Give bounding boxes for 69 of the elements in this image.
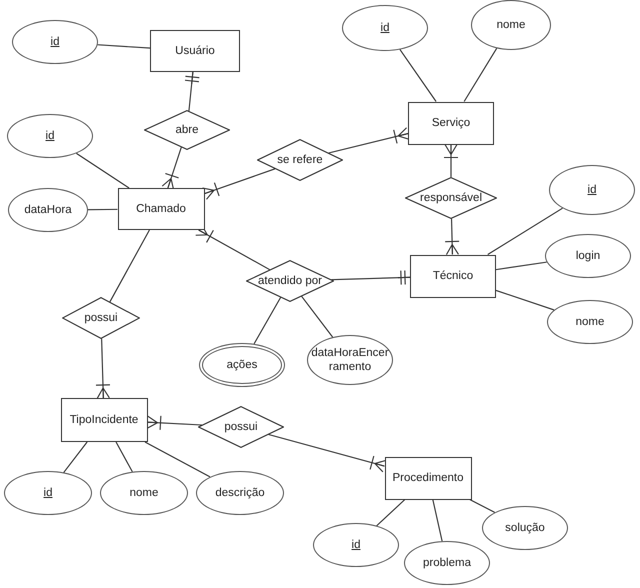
relationship-line <box>376 499 406 526</box>
relationship-line <box>116 442 133 472</box>
relationship-line <box>63 442 88 473</box>
relationship-line <box>146 415 202 430</box>
relationship-line <box>469 499 495 513</box>
attribute-name: login <box>576 248 600 264</box>
relationship-diamond <box>62 297 140 339</box>
entity-box <box>408 102 494 144</box>
entity-box <box>150 30 240 72</box>
entity-name: Chamado <box>136 202 186 216</box>
relationship-line <box>496 290 554 310</box>
key-attribute-name: id <box>50 34 60 50</box>
attribute-name: dataHoraEncerramento <box>311 346 389 374</box>
entity-box <box>118 188 204 230</box>
key-attribute-name: id <box>380 20 390 36</box>
relationship-diamond <box>405 177 497 219</box>
relationship-line <box>254 297 282 344</box>
entity-name: Usuário <box>175 44 215 58</box>
relationship-line <box>444 218 460 256</box>
attribute-name: problema <box>423 556 471 570</box>
attribute-ellipse <box>482 506 568 550</box>
entity-name: TipoIncidente <box>70 412 138 428</box>
relationship-line <box>268 434 387 472</box>
relationship-line <box>487 208 563 255</box>
attribute-name: nome <box>576 314 604 330</box>
entity-name: Serviço <box>432 116 470 130</box>
relationship-name: se refere <box>277 152 323 168</box>
relationship-line <box>432 499 443 542</box>
relationship-line <box>301 296 334 338</box>
entity-name: Procedimento <box>392 470 464 486</box>
attribute-name: solução <box>505 520 545 536</box>
relationship-line <box>109 230 150 302</box>
relationship-name: atendido por <box>258 274 322 288</box>
relationship-line <box>328 127 410 154</box>
relationship-line <box>464 48 498 102</box>
key-attribute-name: id <box>352 538 360 552</box>
entity-name: Técnico <box>432 268 474 284</box>
relationship-line <box>202 168 276 200</box>
relationship-diamond <box>144 110 230 150</box>
relationship-line <box>88 208 118 210</box>
relationship-line <box>331 270 411 286</box>
key-attribute-name: id <box>588 182 596 198</box>
attribute-name: nome <box>130 486 158 500</box>
relationship-line <box>162 147 182 190</box>
relationship-line <box>144 442 210 478</box>
key-attribute-name: id <box>46 128 54 144</box>
relationship-name: abre <box>175 122 199 138</box>
relationship-diamond <box>198 406 284 448</box>
relationship-name: responsável <box>420 190 482 206</box>
relationship-diamond <box>257 139 343 181</box>
key-attribute-name: id <box>44 486 52 500</box>
relationship-line <box>443 144 459 177</box>
relationship-line <box>400 49 437 102</box>
relationship-line <box>496 262 547 270</box>
attribute-name: dataHora <box>24 202 72 218</box>
entity-box <box>384 456 472 500</box>
relationship-line <box>95 338 111 399</box>
attribute-name: nome <box>496 18 526 32</box>
relationship-name: possui <box>224 420 258 434</box>
relationship-line <box>76 152 130 188</box>
attribute-name: ações <box>226 358 258 372</box>
relationship-name: possui <box>84 310 118 326</box>
entity-box <box>60 398 148 442</box>
relationship-line <box>98 44 150 49</box>
attribute-ellipse <box>547 300 633 344</box>
relationship-line <box>184 71 200 111</box>
entity-box <box>410 254 496 298</box>
attribute-name: descrição <box>215 486 265 500</box>
relationship-diamond <box>246 260 334 302</box>
